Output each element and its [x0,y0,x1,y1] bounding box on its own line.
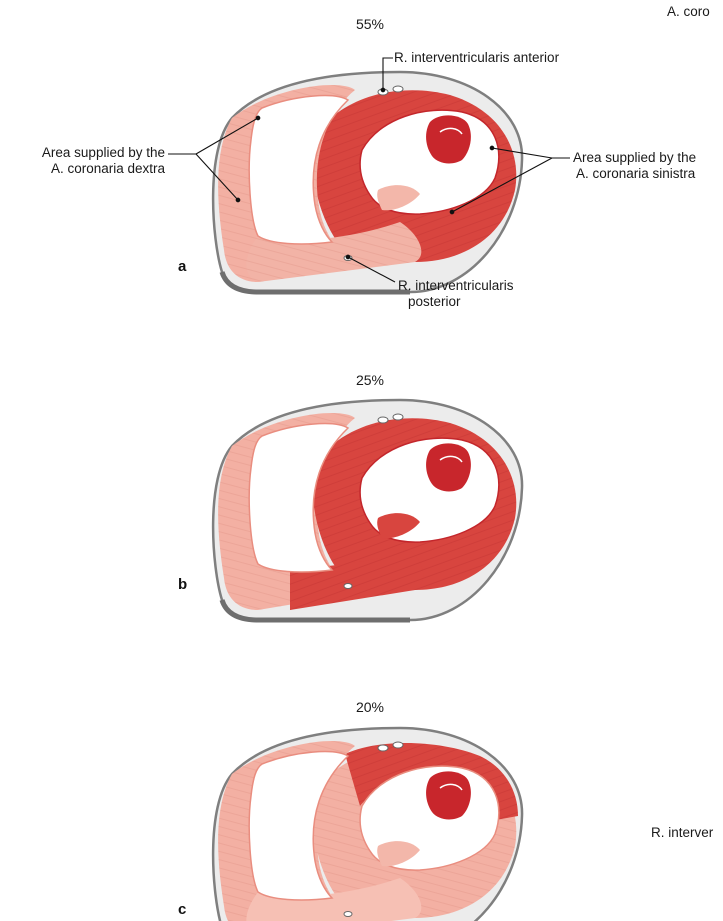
panel-letter-a: a [178,258,187,275]
label-edge-bottom: R. interver [651,825,714,840]
label-r-interventricularis-anterior: R. interventricularis anterior [394,50,560,65]
label-right-area-2: A. coronaria sinistra [576,166,696,181]
heart-section-a [213,72,522,292]
percent-label-b: 25% [356,372,384,388]
percent-label-c: 20% [356,699,384,715]
label-right-area-1: Area supplied by the [573,150,696,165]
panel-letter-b: b [178,576,187,593]
heart-section-b [213,400,522,620]
label-edge-top: A. coro [667,4,710,19]
heart-section-c [213,728,522,921]
label-r-interventricularis-posterior-2: posterior [408,294,461,309]
label-left-area-2: A. coronaria dextra [51,161,166,176]
panel-letter-c: c [178,901,186,918]
percent-label-a: 55% [356,16,384,32]
label-left-area-1: Area supplied by the [42,145,165,160]
label-r-interventricularis-posterior-1: R. interventricularis [398,278,514,293]
